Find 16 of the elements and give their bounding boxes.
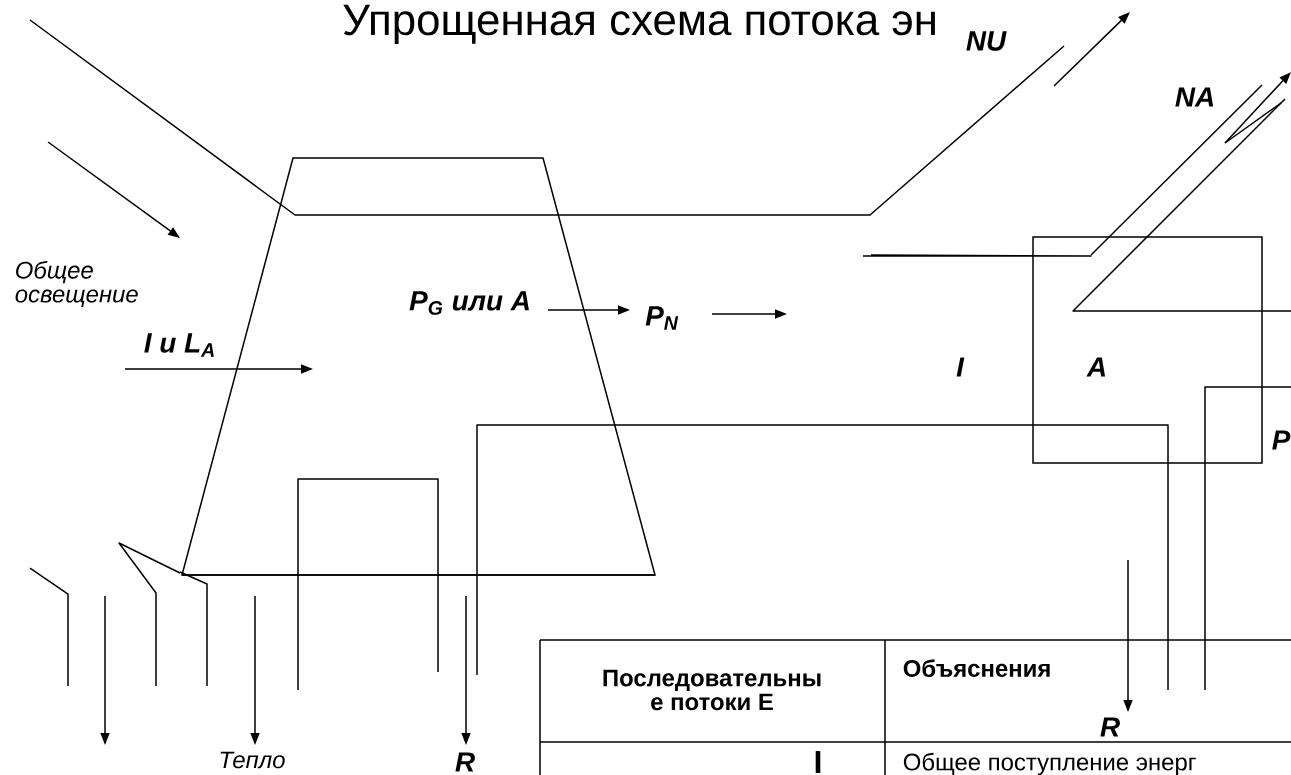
flow-label: NU	[966, 31, 1007, 51]
light-label: Общее освещение	[15, 260, 138, 308]
node-label: P$_{G}$ или A	[409, 291, 529, 315]
flow-label: NA	[1175, 87, 1214, 107]
node-label: A	[1086, 357, 1106, 377]
heat-label: Тепло	[220, 751, 285, 769]
title: Упрощенная схема потока эн	[343, 4, 935, 44]
cell-text: Общее поступление энерг	[903, 752, 1196, 775]
table-header: Объяснения	[903, 659, 1050, 677]
cell-text: I	[815, 751, 821, 773]
flow-label: I	[956, 357, 965, 377]
table-header: Последовательны е потоки E	[603, 669, 821, 711]
flow-label: P$_{N}$	[645, 306, 679, 330]
flow-label: I и L$_{A}$	[144, 333, 214, 357]
flow-label: R	[1100, 717, 1120, 737]
flow-label: R	[455, 752, 475, 772]
